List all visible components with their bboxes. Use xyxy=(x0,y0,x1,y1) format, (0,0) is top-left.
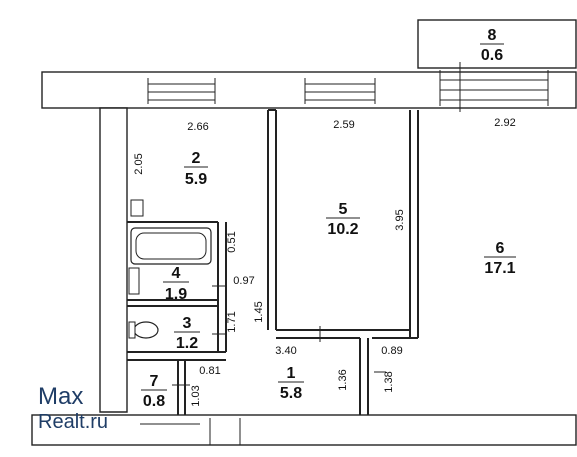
room-8-area: 0.6 xyxy=(481,47,503,64)
dim-0-97: 0.97 xyxy=(233,275,254,287)
dim-2-92: 2.92 xyxy=(494,117,515,129)
room-6-area: 17.1 xyxy=(484,260,515,277)
room-4-number: 4 xyxy=(172,265,181,282)
dimension-ticks xyxy=(172,285,386,386)
dim-3-95: 3.95 xyxy=(394,209,406,230)
dim-0-89: 0.89 xyxy=(381,345,402,357)
room-6-number: 6 xyxy=(496,240,505,257)
dim-2-59: 2.59 xyxy=(333,119,354,131)
dim-1-03: 1.03 xyxy=(190,385,202,406)
dim-2-66: 2.66 xyxy=(187,121,208,133)
dim-0-81: 0.81 xyxy=(199,365,220,377)
room-7-number: 7 xyxy=(150,373,159,390)
watermark-realt: Realt.ru xyxy=(38,411,108,433)
room-5-number: 5 xyxy=(339,201,348,218)
washbasin xyxy=(128,267,140,295)
room-5-area: 10.2 xyxy=(327,221,358,238)
room-8-number: 8 xyxy=(488,27,497,44)
dim-1-71: 1.71 xyxy=(226,311,238,332)
sink xyxy=(130,199,144,217)
room-3-number: 3 xyxy=(183,315,192,332)
room-3-area: 1.2 xyxy=(176,335,198,352)
bottom-exterior-wall xyxy=(31,414,577,446)
room-2-number: 2 xyxy=(192,150,201,167)
watermark-max: Max xyxy=(38,383,83,410)
dim-1-36: 1.36 xyxy=(337,369,349,390)
room-7-area: 0.8 xyxy=(143,393,165,410)
toilet-tank xyxy=(128,321,136,339)
bottom-marks xyxy=(140,418,241,445)
top-windows xyxy=(147,62,549,112)
interior-walls xyxy=(127,109,419,415)
left-exterior-wall xyxy=(99,107,128,413)
room-1-number: 1 xyxy=(287,365,296,382)
room-2-area: 5.9 xyxy=(185,171,207,188)
room-4-area: 1.9 xyxy=(165,286,187,303)
room-1-area: 5.8 xyxy=(280,385,302,402)
toilet-bowl xyxy=(133,321,159,339)
dim-1-45: 1.45 xyxy=(253,301,265,322)
bathtub-inner xyxy=(135,232,207,260)
dim-2-05: 2.05 xyxy=(133,153,145,174)
dim-1-38: 1.38 xyxy=(383,371,395,392)
dim-0-51: 0.51 xyxy=(226,231,238,252)
dim-3-40: 3.40 xyxy=(275,345,296,357)
